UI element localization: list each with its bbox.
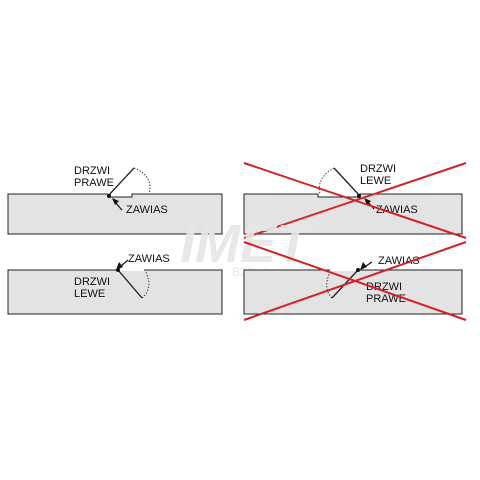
hinge-label: ZAWIAS [378, 255, 420, 267]
panel-bottom-right: ZAWIAS DRZWI PRAWE [243, 241, 467, 321]
panel-top-right: DRZWI LEWE ZAWIAS [243, 162, 467, 239]
hinge-point [357, 194, 361, 198]
cross-line-b [243, 162, 467, 239]
door-label-line2: LEWE [360, 175, 391, 187]
hinge-point [107, 194, 111, 198]
door-label-line1: DRZWI [360, 163, 396, 175]
wall-section [7, 269, 223, 315]
panel-bottom-left: DRZWI LEWE ZAWIAS [7, 253, 223, 315]
panel-top-left: DRZWI PRAWE ZAWIAS [7, 165, 223, 235]
hinge-label: ZAWIAS [128, 253, 170, 265]
door-leaf [333, 167, 361, 197]
wall-section [243, 193, 463, 235]
wall-section [243, 269, 463, 315]
hinge-label: ZAWIAS [126, 204, 168, 216]
door-label-line2: PRAWE [366, 293, 406, 305]
door-label-line2: LEWE [74, 288, 105, 300]
door-leaf [117, 269, 143, 299]
door-label-line1: DRZWI [74, 276, 110, 288]
arrow-icon [112, 198, 123, 211]
door-label-line2: PRAWE [74, 177, 114, 189]
door-swing-arc [318, 167, 335, 195]
watermark: IMET B2B.nbujcep [180, 214, 313, 279]
arrow-icon [116, 259, 129, 270]
door-label-line1: DRZWI [74, 165, 110, 177]
watermark-main: IMET [180, 214, 313, 274]
door-label-line1: DRZWI [366, 281, 402, 293]
hinge-label: ZAWIAS [376, 204, 418, 216]
arrow-icon [360, 261, 373, 270]
hinge-point [356, 268, 360, 272]
door-leaf [107, 167, 135, 197]
door-swing-arc [141, 269, 150, 299]
cross-line-b [243, 241, 467, 321]
door-swing-arc [133, 167, 151, 195]
